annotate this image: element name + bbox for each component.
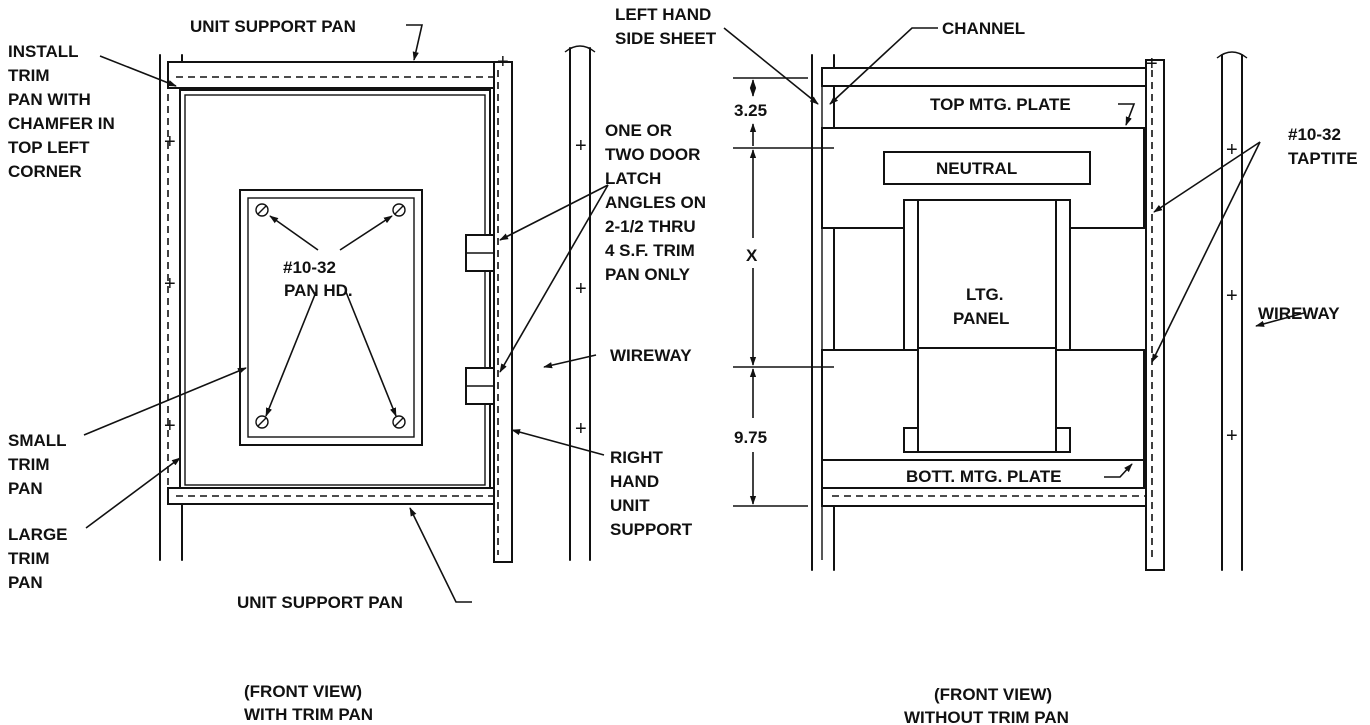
label-channel: CHANNEL [942, 19, 1025, 38]
svg-text:+: + [1146, 53, 1158, 75]
wireway-rail-right: + + + [1216, 51, 1248, 571]
label-right-hand-2: HAND [610, 472, 659, 491]
screw-bottom-left [255, 415, 269, 429]
label-door-latch-1: ONE OR [605, 121, 672, 140]
trim-cover [239, 189, 423, 446]
label-small-trim-3: PAN [8, 479, 43, 498]
label-install-trim-6: CORNER [8, 162, 82, 181]
label-install-trim-1: INSTALL [8, 42, 79, 61]
wireway-rail-left: + + + [564, 45, 596, 561]
label-wireway-right: WIREWAY [1258, 304, 1340, 323]
caption-right-1: (FRONT VIEW) [934, 685, 1052, 704]
svg-text:+: + [575, 418, 587, 440]
door-latch-angles [465, 234, 495, 405]
label-unit-support-pan-top: UNIT SUPPORT PAN [190, 17, 356, 36]
label-unit-support-pan-bottom: UNIT SUPPORT PAN [237, 593, 403, 612]
svg-text:+: + [164, 273, 176, 295]
dimension-top: 3.25 [734, 101, 767, 120]
label-door-latch-3: LATCH [605, 169, 661, 188]
label-large-trim-3: PAN [8, 573, 43, 592]
label-right-hand-3: UNIT [610, 496, 650, 515]
svg-text:+: + [164, 131, 176, 153]
bott-mtg-plate [821, 459, 1145, 489]
label-wireway-left: WIREWAY [610, 346, 692, 365]
caption-left-2: WITH TRIM PAN [244, 705, 373, 724]
right-front-view: + + + + [723, 27, 1305, 571]
dimension-bottom: 9.75 [734, 428, 767, 447]
svg-text:+: + [575, 135, 587, 157]
label-left-hand-side-sheet-1: LEFT HAND [615, 5, 711, 24]
svg-text:+: + [1226, 285, 1238, 307]
label-top-mtg-plate: TOP MTG. PLATE [930, 95, 1071, 114]
small-trim-pan [184, 94, 486, 486]
label-door-latch-2: TWO DOOR [605, 145, 700, 164]
label-door-latch-6: 4 S.F. TRIM [605, 241, 695, 260]
dimension-lines [733, 77, 834, 507]
unit-support-pan-top [167, 61, 495, 89]
right-hand-unit-support: + [493, 51, 513, 563]
screws [255, 203, 406, 429]
label-taptite-2: TAPTITE [1288, 149, 1358, 168]
channel [821, 67, 1153, 87]
label-neutral: NEUTRAL [936, 159, 1017, 178]
svg-text:+: + [1226, 425, 1238, 447]
left-front-view: + + + + + + + [83, 24, 609, 603]
label-small-trim-1: SMALL [8, 431, 67, 450]
label-door-latch-5: 2-1/2 THRU [605, 217, 696, 236]
label-install-trim-2: TRIM [8, 66, 50, 85]
screw-top-left [255, 203, 269, 217]
label-ltg-panel-1: LTG. [966, 285, 1003, 304]
caption-left-1: (FRONT VIEW) [244, 682, 362, 701]
right-view-leaders [723, 27, 1305, 478]
label-screw-1: #10-32 [283, 258, 336, 277]
svg-text:+: + [1226, 139, 1238, 161]
label-large-trim-1: LARGE [8, 525, 68, 544]
label-right-hand-1: RIGHT [610, 448, 664, 467]
label-left-hand-side-sheet-2: SIDE SHEET [615, 29, 717, 48]
label-right-hand-4: SUPPORT [610, 520, 693, 539]
ltg-panel-cover [917, 347, 1057, 453]
label-ltg-panel-2: PANEL [953, 309, 1009, 328]
caption-right-2: WITHOUT TRIM PAN [904, 708, 1069, 725]
unit-support-pan-bottom [167, 487, 495, 505]
screw-bottom-right [392, 415, 406, 429]
label-install-trim-4: CHAMFER IN [8, 114, 115, 133]
bottom-channel [821, 487, 1153, 507]
label-install-trim-3: PAN WITH [8, 90, 91, 109]
label-door-latch-7: PAN ONLY [605, 265, 691, 284]
label-screw-2: PAN HD. [284, 281, 353, 300]
label-install-trim-5: TOP LEFT [8, 138, 90, 157]
svg-text:+: + [164, 415, 176, 437]
svg-text:+: + [575, 278, 587, 300]
label-small-trim-2: TRIM [8, 455, 50, 474]
label-large-trim-2: TRIM [8, 549, 50, 568]
label-bott-mtg-plate: BOTT. MTG. PLATE [906, 467, 1062, 486]
right-hand-unit-support-2: + [1145, 53, 1165, 571]
label-door-latch-4: ANGLES ON [605, 193, 706, 212]
label-taptite-1: #10-32 [1288, 125, 1341, 144]
screw-top-right [392, 203, 406, 217]
neutral-bar [883, 151, 1091, 185]
svg-text:+: + [497, 51, 509, 73]
dimension-middle: X [746, 246, 758, 265]
left-view-leaders [83, 24, 609, 603]
